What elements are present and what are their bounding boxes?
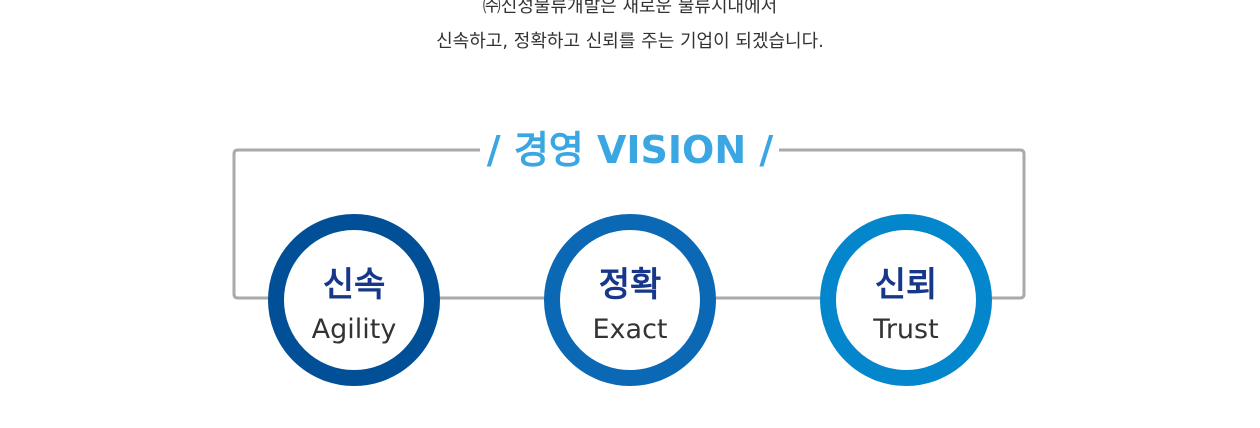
value-label-ko: 신속 — [322, 265, 386, 305]
frame-left-bracket — [232, 148, 480, 300]
vision-title-wrap: / 경영 VISION / — [0, 128, 1260, 172]
frame-right-bracket — [778, 148, 1026, 300]
vision-title: / 경영 VISION / — [480, 128, 780, 172]
value-label-en: Trust — [873, 314, 939, 345]
value-label-en: Exact — [592, 314, 668, 345]
value-label-ko: 신뢰 — [874, 265, 938, 305]
value-circle-trust: 신뢰 Trust — [820, 214, 992, 386]
intro-text-line-2: 신속하고, 정확하고 신뢰를 주는 기업이 되겠습니다. — [436, 31, 824, 52]
intro-text-line-1: ㈜신성물류개발은 새로운 물류시대에서 — [482, 0, 778, 17]
value-circle-agility: 신속 Agility — [268, 214, 440, 386]
value-circle-exact: 정확 Exact — [544, 214, 716, 386]
value-label-en: Agility — [311, 314, 397, 345]
value-label-ko: 정확 — [598, 265, 662, 305]
